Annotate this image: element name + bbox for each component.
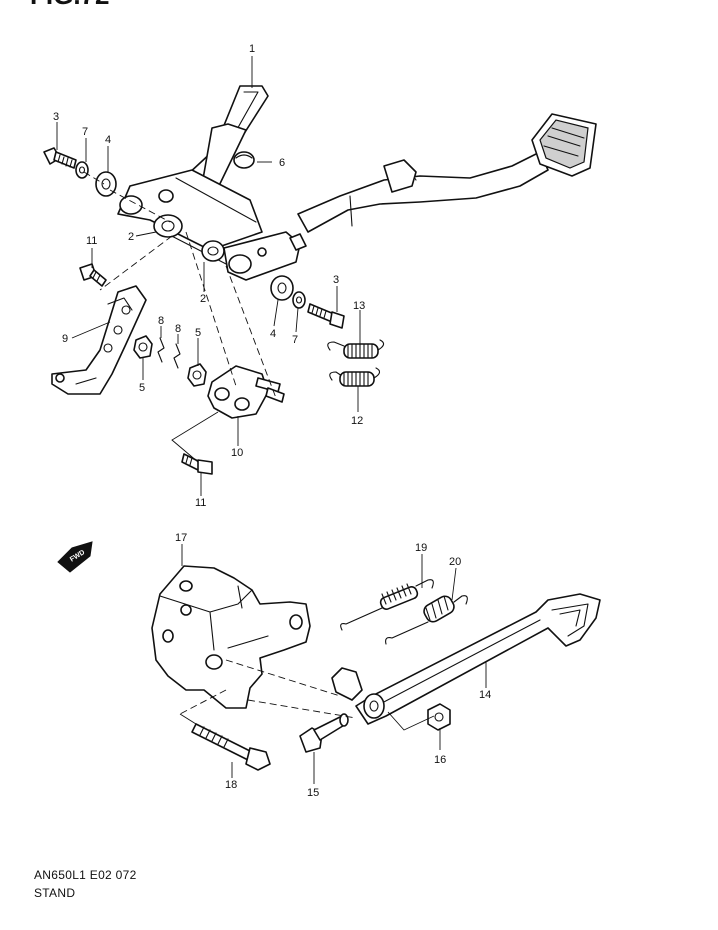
callout-11-bottom: 11 [195, 497, 206, 509]
spring-12 [329, 367, 381, 387]
bolt-15 [299, 713, 349, 753]
callout-20: 20 [449, 556, 461, 568]
callout-6: 6 [279, 157, 285, 169]
callout-3-right: 3 [333, 274, 339, 286]
cotter-pin-8a [157, 337, 165, 363]
forward-arrow-icon: FWD [57, 541, 93, 573]
callout-12: 12 [351, 415, 363, 427]
washer-2a [153, 214, 183, 238]
callout-13: 13 [353, 300, 365, 312]
callout-8b: 8 [175, 323, 181, 335]
washer-2b [201, 240, 225, 262]
side-stand-14 [331, 593, 601, 725]
washer-4-right [270, 275, 294, 301]
callout-16: 16 [434, 754, 446, 766]
bolt-3-left [43, 147, 77, 169]
cotter-pin-8b [173, 343, 181, 369]
callout-17: 17 [175, 532, 187, 544]
spring-13 [327, 339, 385, 359]
callout-1: 1 [249, 43, 255, 55]
callout-10: 10 [231, 447, 243, 459]
callout-9: 9 [62, 333, 68, 345]
center-stand [117, 85, 597, 281]
diagram-title: STAND [34, 886, 76, 900]
callout-7-left: 7 [82, 126, 88, 138]
part-callouts: 1 2 2 3 3 4 4 5 5 6 7 7 8 8 9 10 11 11 1… [53, 43, 491, 799]
washer-4-left [95, 171, 117, 197]
callout-7-right: 7 [292, 334, 298, 346]
washer-7-right [292, 291, 306, 309]
callout-5-right: 5 [195, 327, 201, 339]
bolt-11-bottom [181, 453, 213, 475]
callout-14: 14 [479, 689, 491, 701]
bracket-9 [51, 285, 147, 395]
bracket-10 [207, 365, 285, 419]
bolt-11-top [79, 263, 107, 287]
callout-4-right: 4 [270, 328, 276, 340]
spring-20 [385, 595, 468, 645]
bolt-3-right [307, 303, 345, 329]
diagram-code: AN650L1 E02 072 [34, 868, 137, 882]
washer-7-left [75, 161, 89, 179]
callout-11-top: 11 [86, 235, 97, 247]
bolt-18 [191, 723, 271, 771]
callout-3-left: 3 [53, 111, 59, 123]
cap-6 [233, 151, 255, 169]
callout-19: 19 [415, 542, 427, 554]
callout-4-left: 4 [105, 134, 111, 146]
callout-5-left: 5 [139, 382, 145, 394]
nut-5-left [133, 335, 153, 359]
callout-15: 15 [307, 787, 319, 799]
nut-16 [427, 703, 451, 731]
callout-18: 18 [225, 779, 237, 791]
bracket-17 [151, 565, 311, 709]
callout-2-upper: 2 [128, 231, 134, 243]
figure-title: FIG.72 [30, 0, 109, 10]
nut-5-right [187, 363, 207, 387]
callout-2-lower: 2 [200, 293, 206, 305]
callout-8a: 8 [158, 315, 164, 327]
spring-19 [340, 579, 434, 631]
